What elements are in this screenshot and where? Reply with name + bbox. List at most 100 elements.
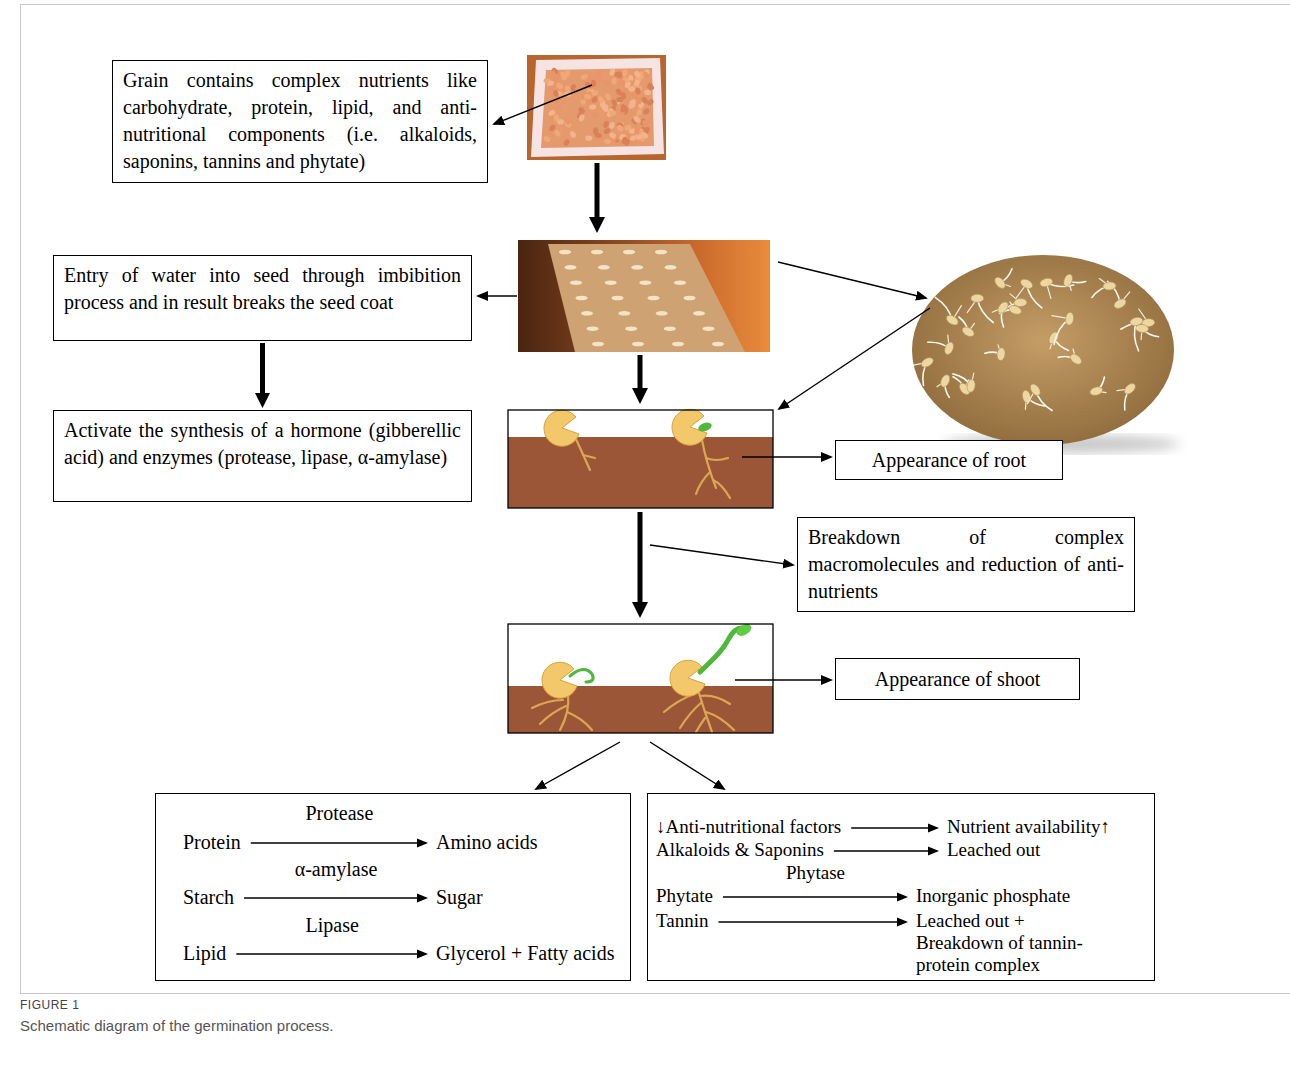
- root: [575, 437, 590, 470]
- seed: [581, 311, 593, 316]
- root: [567, 712, 592, 730]
- arrow-head: [417, 950, 428, 959]
- grain: [611, 77, 617, 85]
- node-text: Phytase: [786, 862, 845, 884]
- seed: [542, 662, 577, 698]
- node-text: Leached out: [947, 839, 1040, 861]
- grain: [640, 131, 649, 140]
- process-box: Grain contains complex nutrients like ca…: [112, 60, 488, 183]
- grain: [596, 95, 605, 104]
- arrow-head: [417, 894, 428, 903]
- shoot: [700, 628, 742, 672]
- arrow-head: [928, 847, 939, 856]
- flow-arrow: [255, 343, 270, 408]
- seed: [592, 342, 604, 347]
- leader-arrow: [478, 295, 517, 296]
- soil: [508, 437, 773, 508]
- grain: [559, 71, 567, 80]
- node-text: Lipid: [183, 942, 226, 964]
- seed: [665, 265, 677, 270]
- seed: [1103, 281, 1117, 290]
- grain: [548, 85, 556, 91]
- grain: [580, 73, 589, 81]
- seed: [1028, 382, 1042, 397]
- root: [583, 455, 595, 458]
- arrow-head: [255, 393, 270, 408]
- seed: [939, 373, 952, 388]
- reaction-arrow: [834, 850, 930, 851]
- grain: [602, 79, 611, 86]
- seed: [655, 250, 667, 255]
- root: [540, 706, 566, 724]
- flow-arrow: [638, 512, 643, 604]
- sprout-ground: [912, 255, 1174, 445]
- process-box: Activate the synthesis of a hormone (gib…: [53, 410, 472, 502]
- root: [713, 480, 730, 498]
- figure-frame: [21, 5, 1290, 994]
- seed: [684, 296, 696, 301]
- seed: [618, 311, 630, 316]
- tray: [531, 58, 664, 157]
- seed: [712, 342, 724, 347]
- node-text: Appearance of shoot: [875, 667, 1041, 691]
- grain: [547, 109, 556, 117]
- grain: [578, 114, 586, 123]
- leader-arrow: [494, 85, 592, 124]
- photo-frame: [527, 55, 666, 160]
- root: [532, 700, 563, 708]
- grain: [635, 96, 642, 104]
- sprouts-photo: [912, 255, 1180, 453]
- leader-arrow: [650, 545, 793, 565]
- seed: [943, 341, 955, 356]
- soaking-tray-photo: [518, 240, 770, 352]
- seed: [664, 326, 676, 331]
- process-box: Appearance of root: [835, 440, 1063, 480]
- grain: [644, 90, 652, 96]
- shoot-stage-panel: [508, 622, 773, 733]
- seed: [648, 296, 660, 301]
- seed: [1065, 312, 1075, 326]
- process-box: Entry of water into seed through imbibit…: [53, 255, 472, 341]
- flow-line: [260, 343, 265, 394]
- seed: [703, 326, 715, 331]
- grain-tray-photo: [527, 55, 666, 160]
- grain: [622, 69, 628, 77]
- grain: [583, 93, 592, 101]
- node-text: Appearance of root: [872, 448, 1026, 472]
- seed: [920, 356, 935, 369]
- flow-arrow: [638, 355, 643, 390]
- seed: [993, 275, 1008, 290]
- seed: [559, 250, 571, 255]
- grain: [565, 117, 571, 125]
- seed: [1019, 277, 1034, 290]
- grain: [553, 129, 561, 138]
- seed: [961, 325, 976, 338]
- grain: [555, 104, 563, 111]
- reaction-arrow: [723, 896, 899, 897]
- grain: [614, 72, 622, 78]
- grain: [609, 121, 616, 129]
- node-text: Lipase: [306, 914, 359, 936]
- seed: [632, 342, 644, 347]
- seed: [1129, 316, 1144, 327]
- panel-sky: [508, 624, 773, 733]
- panel-border: [508, 624, 773, 733]
- grain: [633, 70, 641, 79]
- panel-sky: [508, 410, 773, 508]
- seed: [625, 326, 637, 331]
- figure-caption: Schematic diagram of the germination pro…: [20, 1017, 333, 1034]
- shoot: [570, 669, 593, 682]
- grain: [564, 85, 571, 93]
- leader-arrow: [779, 308, 930, 409]
- grain: [569, 83, 577, 92]
- figure-label: FIGURE 1: [20, 998, 79, 1012]
- grain: [604, 93, 611, 102]
- node-text: Entry of water into seed through imbibit…: [64, 262, 461, 316]
- reaction-arrow: [236, 953, 419, 954]
- seed: [587, 326, 599, 331]
- node-text: Breakdown of complex macromolecules and …: [808, 524, 1124, 605]
- panel-border: [508, 410, 773, 508]
- grain: [553, 90, 562, 97]
- seed: [670, 660, 705, 696]
- reaction-arrow: [719, 921, 900, 922]
